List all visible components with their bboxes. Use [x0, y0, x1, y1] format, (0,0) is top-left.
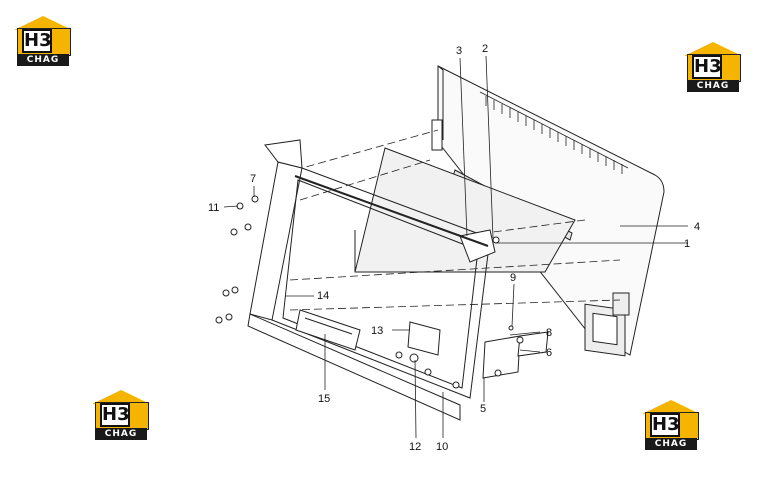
callout-3: 3	[456, 45, 462, 57]
callout-11: 11	[208, 202, 219, 214]
logo-roof-icon	[92, 390, 150, 404]
logo-mark: H3	[22, 29, 52, 53]
callout-8: 8	[546, 327, 552, 339]
callout-9: 9	[510, 272, 516, 284]
callout-4: 4	[694, 221, 700, 233]
callout-7: 7	[250, 173, 256, 185]
back-panel-hinge	[431, 119, 630, 316]
handle	[295, 309, 361, 351]
callout-15: 15	[318, 393, 330, 405]
brand-logo-bottom-right: H3 CHAG	[642, 400, 700, 452]
brand-logo-top-left: H3 CHAG	[14, 16, 72, 68]
brand-logo-bottom-left: H3 CHAG	[92, 390, 150, 442]
callout-13: 13	[371, 325, 383, 337]
logo-roof-icon	[684, 42, 742, 56]
logo-roof-icon	[14, 16, 72, 30]
logo-mark: H3	[650, 413, 680, 437]
logo-mark: H3	[692, 55, 722, 79]
logo-roof-icon	[642, 400, 700, 414]
callout-10: 10	[436, 441, 448, 453]
part-5-bracket	[482, 331, 549, 379]
callout-5: 5	[480, 403, 486, 415]
callout-12: 12	[409, 441, 421, 453]
logo-word: CHAG	[17, 54, 69, 66]
part-13-plate	[407, 321, 441, 356]
main-frame	[247, 139, 496, 421]
inner-panel	[354, 147, 576, 273]
back-panel-vents	[479, 91, 629, 174]
leader-lines	[223, 55, 688, 439]
callout-6: 6	[546, 347, 552, 359]
logo-word: CHAG	[95, 428, 147, 440]
back-panel-socket	[584, 303, 626, 357]
callout-1: 1	[684, 238, 690, 250]
brand-logo-top-right: H3 CHAG	[684, 42, 742, 94]
callout-14: 14	[317, 290, 329, 302]
logo-mark: H3	[100, 403, 130, 427]
fasteners	[215, 195, 524, 389]
callout-2: 2	[482, 43, 488, 55]
logo-word: CHAG	[645, 438, 697, 450]
logo-word: CHAG	[687, 80, 739, 92]
